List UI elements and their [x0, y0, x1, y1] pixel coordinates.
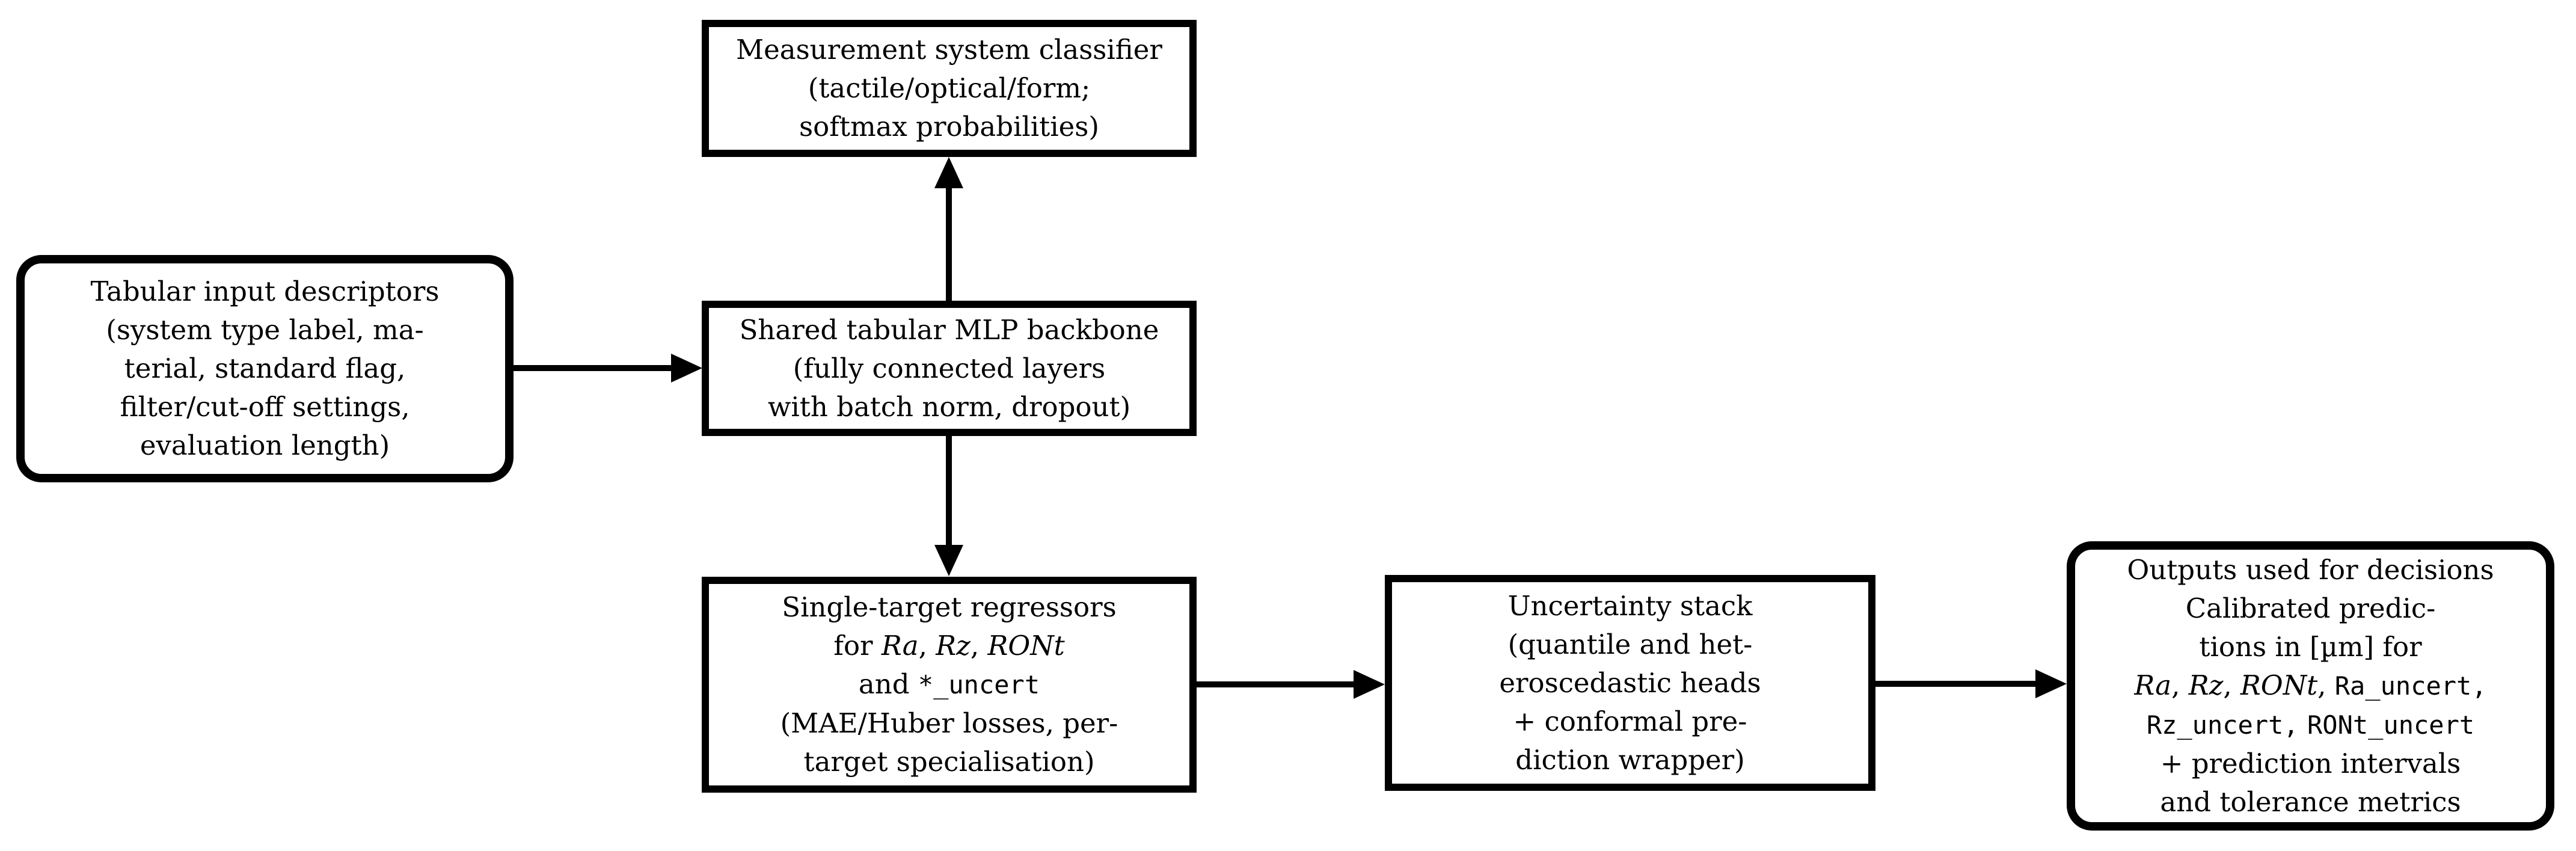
text-line: and *_uncert [859, 665, 1040, 704]
text-segment: Rz [2188, 669, 2224, 701]
text-line: filter/cut-off settings, [120, 388, 409, 426]
text-segment: target specialisation) [803, 746, 1095, 778]
node-uncertainty-stack: Uncertainty stack (quantile and het-erosc… [1385, 575, 1875, 791]
text-segment: Ra [881, 630, 919, 662]
text-line: (quantile and het- [1508, 625, 1753, 664]
text-line: Shared tabular MLP backbone [740, 311, 1159, 349]
text-line: Single-target regressors [782, 588, 1116, 627]
text-line: Tabular input descriptors [91, 272, 440, 311]
text-line: Calibrated predic- [2186, 589, 2436, 628]
text-segment: Ra [2134, 669, 2172, 701]
text-line: Measurement system classifier [736, 31, 1162, 69]
text-line: (tactile/optical/form; [808, 69, 1090, 108]
text-segment: (system type label, ma- [106, 314, 424, 346]
text-line: Ra, Rz, RONt, Ra_uncert, [2134, 666, 2486, 705]
text-segment: , [2317, 669, 2335, 701]
text-segment: and tolerance metrics [2160, 785, 2461, 818]
text-segment: (tactile/optical/form; [808, 72, 1091, 104]
text-segment: Single-target regressors [782, 591, 1117, 623]
text-segment: with batch norm, dropout) [767, 390, 1131, 423]
arrow-shaft [1875, 681, 2036, 687]
text-segment: for [833, 630, 882, 662]
text-line: and tolerance metrics [2160, 783, 2461, 822]
text-segment: , [2171, 669, 2189, 701]
text-segment: (MAE/Huber losses, per- [780, 707, 1118, 739]
text-line: terial, standard flag, [124, 349, 406, 388]
text-segment: Uncertainty stack [1507, 589, 1753, 622]
text-segment: Ra_uncert, [2334, 671, 2487, 701]
text-segment: Measurement system classifier [736, 34, 1162, 66]
text-line: target specialisation) [803, 743, 1094, 781]
arrowhead-right-icon [1354, 670, 1385, 699]
text-segment: Rz_uncert, [2146, 710, 2299, 740]
text-line: for Ra, Rz, RONt [833, 627, 1064, 665]
arrowhead-down-icon [934, 545, 963, 576]
text-segment: *_uncert [918, 670, 1040, 699]
node-tabular-input-descriptors: Tabular input descriptors (system type la… [16, 255, 514, 482]
text-line: eroscedastic heads [1499, 664, 1761, 702]
text-line: evaluation length) [140, 426, 390, 465]
arrow-shaft [946, 436, 952, 547]
text-segment: RONt [2240, 669, 2318, 701]
text-line: with batch norm, dropout) [768, 388, 1130, 426]
node-shared-tabular-mlp-backbone: Shared tabular MLP backbone (fully connec… [702, 301, 1197, 436]
text-line: diction wrapper) [1515, 741, 1744, 779]
text-segment: Shared tabular MLP backbone [739, 313, 1159, 346]
text-line: Uncertainty stack [1508, 587, 1753, 625]
node-measurement-system-classifier: Measurement system classifier (tactile/op… [702, 20, 1197, 157]
text-segment: Rz [936, 630, 971, 662]
text-line: tions in [µm] for [2199, 628, 2421, 666]
text-segment: + conformal pre- [1513, 705, 1747, 737]
text-line: (fully connected layers [793, 349, 1106, 388]
text-segment: terial, standard flag, [124, 352, 406, 384]
text-line: (system type label, ma- [106, 311, 423, 349]
text-line: + conformal pre- [1513, 702, 1747, 741]
text-segment: + prediction intervals [2160, 747, 2461, 779]
arrowhead-right-icon [2035, 669, 2067, 698]
text-segment: softmax probabilities) [799, 111, 1099, 143]
text-segment: , [2223, 669, 2240, 701]
arrow-shaft [1197, 681, 1355, 687]
text-segment: RONt [987, 630, 1065, 662]
text-segment: Tabular input descriptors [90, 275, 440, 307]
text-segment: eroscedastic heads [1499, 666, 1761, 699]
arrowhead-right-icon [671, 354, 702, 382]
arrow-shaft [513, 365, 674, 371]
text-segment: evaluation length) [140, 429, 390, 461]
text-segment: tions in [µm] for [2199, 630, 2422, 663]
text-segment: diction wrapper) [1515, 743, 1745, 776]
text-segment: RONt_uncert [2307, 710, 2475, 740]
text-segment: (quantile and het- [1507, 628, 1753, 660]
text-line: Rz_uncert, RONt_uncert [2147, 705, 2474, 745]
text-segment: , [970, 630, 988, 662]
text-line: + prediction intervals [2160, 745, 2461, 783]
text-segment [2299, 708, 2307, 740]
text-segment: filter/cut-off settings, [120, 391, 410, 423]
text-line: Outputs used for decisions [2127, 551, 2494, 589]
text-segment: , [918, 630, 936, 662]
arrow-shaft [946, 185, 952, 301]
text-line: softmax probabilities) [799, 108, 1099, 146]
text-segment: Outputs used for decisions [2127, 553, 2494, 586]
text-segment: (fully connected layers [793, 352, 1106, 384]
arrowhead-up-icon [934, 157, 963, 188]
text-segment: and [858, 668, 918, 700]
text-line: (MAE/Huber losses, per- [780, 704, 1118, 743]
node-single-target-regressors: Single-target regressors for Ra, Rz, RONt… [702, 577, 1197, 793]
text-segment: Calibrated predic- [2185, 592, 2436, 624]
